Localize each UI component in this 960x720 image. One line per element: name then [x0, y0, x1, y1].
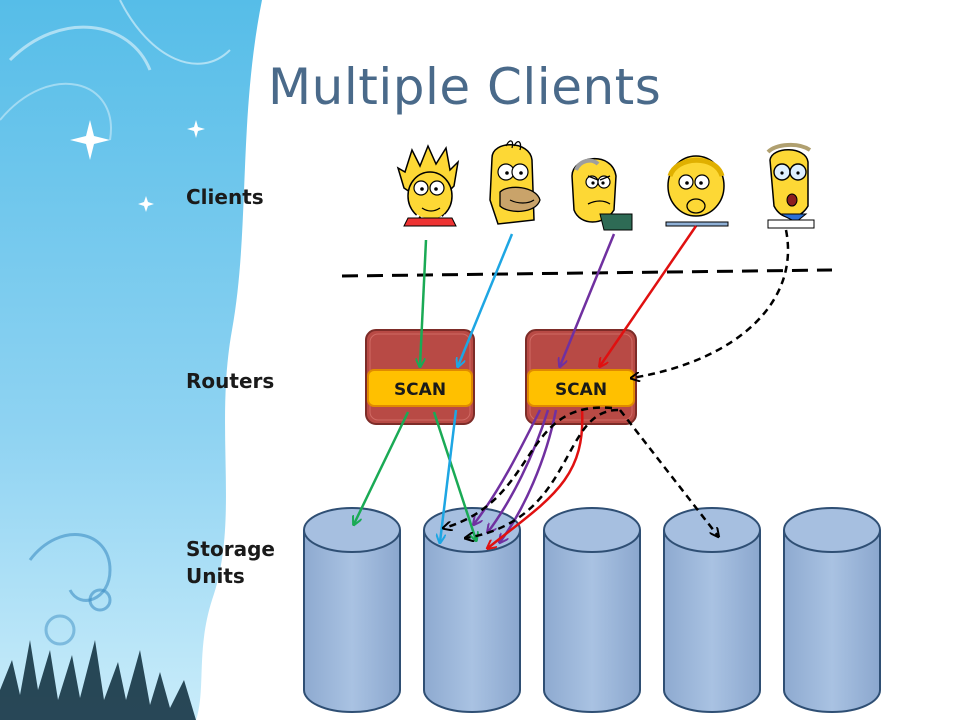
arrow-client5-to-router2	[632, 229, 790, 378]
router-2	[525, 329, 637, 425]
clients-row-label: Clients	[186, 185, 264, 209]
storage-label-line2: Units	[186, 564, 245, 588]
storage-unit-2	[423, 507, 521, 713]
storage-unit-4	[663, 507, 761, 713]
arrow-client1-to-router1	[420, 239, 428, 366]
grass-silhouette	[0, 640, 196, 720]
storage-label-line1: Storage	[186, 537, 275, 561]
blue-panel	[0, 0, 262, 720]
router-1	[365, 329, 475, 425]
arrow-router1-to-storage1	[354, 411, 410, 524]
network-separator-line	[341, 268, 833, 278]
arrow-router2-to-storage2-purple-b	[488, 409, 550, 532]
router-2-scan-label: SCAN	[555, 380, 607, 400]
arrow-router1-to-storage2-blue	[440, 409, 458, 542]
arrow-client4-to-router2	[600, 225, 698, 366]
arrow-router2-to-storage2-red	[488, 409, 584, 548]
arrow-router2-to-storage4-black	[619, 409, 718, 536]
arrow-client3-to-router2	[560, 233, 616, 366]
client-1-avatar	[396, 144, 460, 227]
storage-unit-3	[543, 507, 641, 713]
routers-row-label: Routers	[186, 369, 275, 393]
arrow-client2-to-router1	[458, 233, 514, 366]
sparkle-icon	[70, 120, 110, 160]
client-5-avatar	[766, 143, 815, 229]
arrow-router2-to-storage2-black-b	[466, 408, 619, 538]
client-3-avatar	[562, 154, 634, 231]
storage-unit-1	[303, 507, 401, 713]
arrow-router2-to-storage2-black-a	[444, 406, 613, 528]
sparkle-icon	[138, 196, 154, 212]
sparkle-icon	[187, 120, 205, 138]
arrow-router2-to-storage2-purple-a	[474, 409, 542, 524]
storage-unit-5	[783, 507, 881, 713]
client-2-avatar	[489, 140, 541, 225]
arrow-router1-to-storage2-green	[432, 411, 476, 540]
page-title: Multiple Clients	[268, 58, 662, 116]
router-1-scan-label: SCAN	[394, 380, 446, 400]
storage-row-label: Storage Units	[186, 536, 275, 590]
client-4-avatar	[665, 155, 729, 227]
